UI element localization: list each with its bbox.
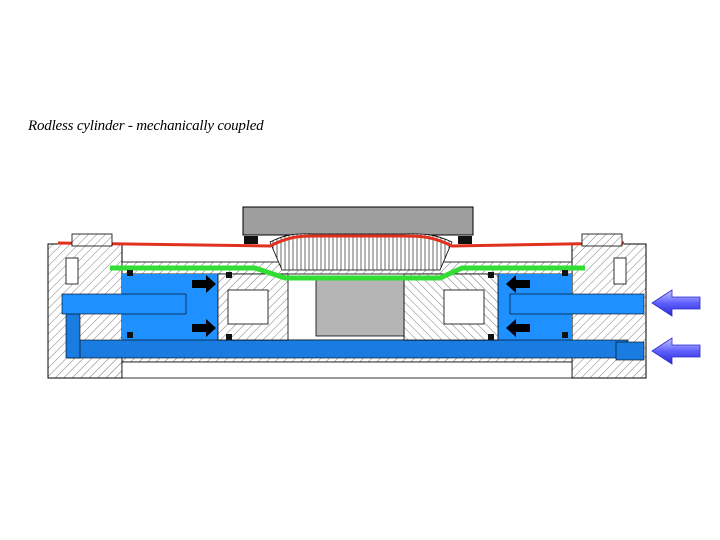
right-piston-force-arrows [506,275,530,337]
right-band-clamp [581,233,627,285]
left-piston [217,273,289,341]
left-piston-force-arrows [192,275,216,337]
lower-air-supply-arrow [651,337,701,365]
outer-sealing-band [57,234,625,248]
seals [127,236,568,340]
inner-sealing-band [110,265,585,281]
upper-air-supply-arrow [651,289,701,317]
piston-center-block [315,279,405,337]
air-supply-arrows [651,289,701,365]
right-piston [403,273,499,341]
air-chambers [61,274,645,361]
left-band-clamp [65,233,113,285]
slide-title: Rodless cylinder - mechanically coupled [28,118,264,134]
carriage [242,206,474,271]
